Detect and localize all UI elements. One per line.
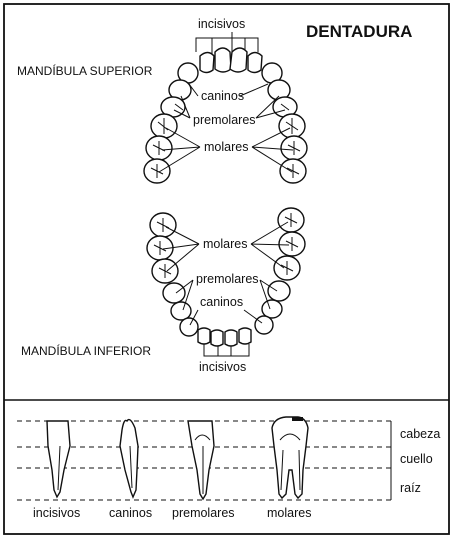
lower-premolar-tooth (162, 282, 186, 304)
cuello-label: cuello (400, 452, 433, 466)
caninos-type-label: caninos (109, 506, 152, 520)
lower-premolar-tooth (267, 280, 291, 302)
lower-arch (146, 207, 306, 347)
upper-incisor-tooth (229, 47, 248, 73)
lower-jaw-label: MANDÍBULA INFERIOR (21, 343, 151, 358)
lower-premolar-tooth (170, 301, 192, 321)
upper-incisor-tooth (247, 51, 263, 74)
lower-molares-pointer (162, 221, 290, 272)
upper-incisivos-label: incisivos (198, 17, 245, 31)
lower-caninos-label: caninos (200, 295, 243, 309)
upper-molares-pointer (158, 127, 294, 173)
molar-side-tooth (271, 416, 309, 500)
upper-caninos-label: caninos (201, 89, 244, 103)
lower-incisivos-bracket (203, 344, 250, 357)
upper-premolares-label: premolares (193, 113, 256, 127)
lower-incisor-tooth (224, 329, 238, 347)
incisor-side-tooth (46, 420, 71, 499)
lower-premolar-tooth (261, 299, 283, 319)
lower-incisor-tooth (238, 327, 252, 345)
lower-canine-tooth (254, 315, 274, 335)
lower-canine-tooth (179, 317, 199, 337)
premolar-side-tooth (187, 420, 215, 501)
molar-crown-mark (292, 417, 303, 421)
lower-incisivos-label: incisivos (199, 360, 246, 374)
diagram-border (3, 3, 450, 535)
lower-premolares-label: premolares (196, 272, 259, 286)
upper-caninos-pointer (188, 83, 269, 97)
canine-side-tooth (119, 418, 139, 499)
upper-incisivos-bracket (195, 32, 259, 54)
lower-incisor-tooth (197, 327, 211, 345)
upper-arch (143, 47, 308, 184)
lower-incisor-tooth (210, 329, 224, 347)
upper-incisor-tooth (214, 47, 232, 73)
incisivos-type-label: incisivos (33, 506, 80, 520)
upper-jaw-label: MANDÍBULA SUPERIOR (17, 63, 153, 78)
raiz-label: raíz (400, 481, 421, 495)
lower-molares-label: molares (203, 237, 247, 251)
upper-incisor-tooth (199, 51, 215, 74)
molares-type-label: molares (267, 506, 311, 520)
cabeza-label: cabeza (400, 427, 440, 441)
lower-premolares-pointer (175, 279, 278, 311)
premolares-type-label: premolares (172, 506, 235, 520)
upper-molares-label: molares (204, 140, 248, 154)
lower-caninos-pointer (189, 309, 263, 326)
upper-premolares-pointer (173, 95, 286, 119)
diagram-title: DENTADURA (306, 22, 412, 41)
